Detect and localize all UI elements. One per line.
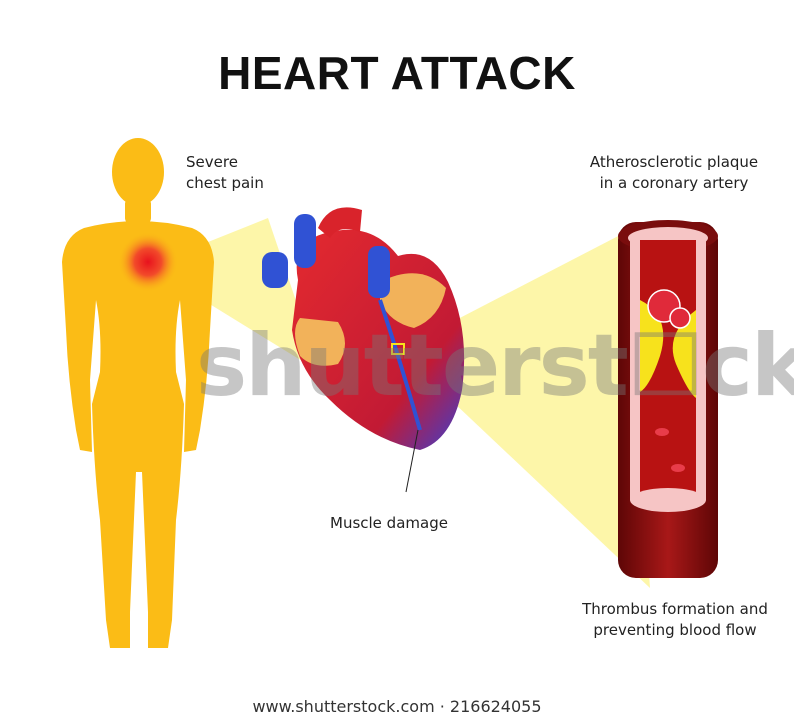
diagram-title: HEART ATTACK [0,46,794,100]
label-plaque-line-2: in a coronary artery [560,173,788,194]
label-chest-pain: Severe chest pain [186,152,264,194]
label-plaque: Atherosclerotic plaque in a coronary art… [560,152,788,194]
label-thrombus: Thrombus formation and preventing blood … [555,599,794,641]
chest-pain-spot [118,232,178,292]
footer-credit: www.shutterstock.com · 216624055 [0,697,794,716]
watermark: shutterst☐ck [196,316,794,416]
label-thrombus-line-2: preventing blood flow [555,620,794,641]
human-body-silhouette [62,138,214,648]
label-chest-pain-line-2: chest pain [186,173,264,194]
label-plaque-line-1: Atherosclerotic plaque [560,152,788,173]
label-muscle-damage: Muscle damage [330,513,448,534]
label-chest-pain-line-1: Severe [186,152,264,173]
label-thrombus-line-1: Thrombus formation and [555,599,794,620]
